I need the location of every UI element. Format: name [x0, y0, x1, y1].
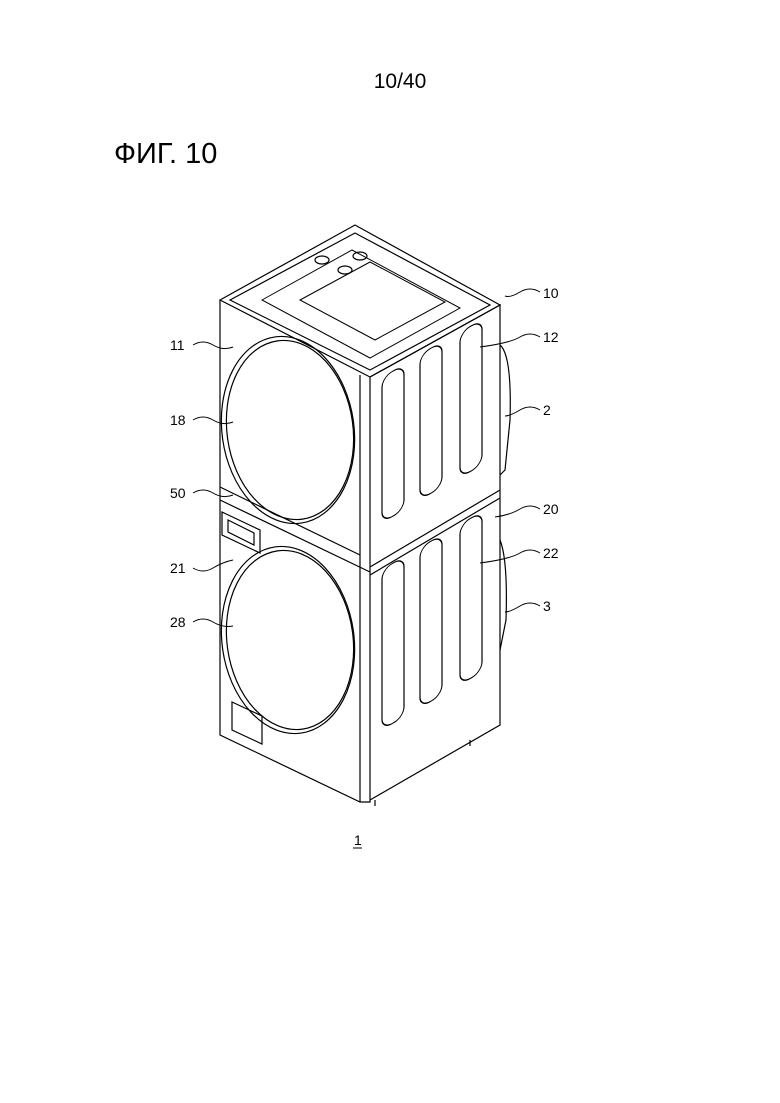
label-3: 3 [543, 598, 551, 614]
label-10: 10 [543, 285, 559, 301]
label-28: 28 [170, 614, 186, 630]
label-21: 21 [170, 560, 186, 576]
side-face [370, 305, 510, 806]
upper-door [210, 328, 367, 533]
label-20: 20 [543, 501, 559, 517]
label-2: 2 [543, 402, 551, 418]
label-12: 12 [543, 329, 559, 345]
label-22: 22 [543, 545, 559, 561]
label-1: 1 [354, 832, 362, 848]
lower-door [210, 538, 367, 743]
label-18: 18 [170, 412, 186, 428]
label-50: 50 [170, 485, 186, 501]
top-face [220, 225, 500, 377]
leader-lines [193, 289, 540, 848]
label-11: 11 [170, 337, 185, 353]
front-face [210, 300, 370, 802]
